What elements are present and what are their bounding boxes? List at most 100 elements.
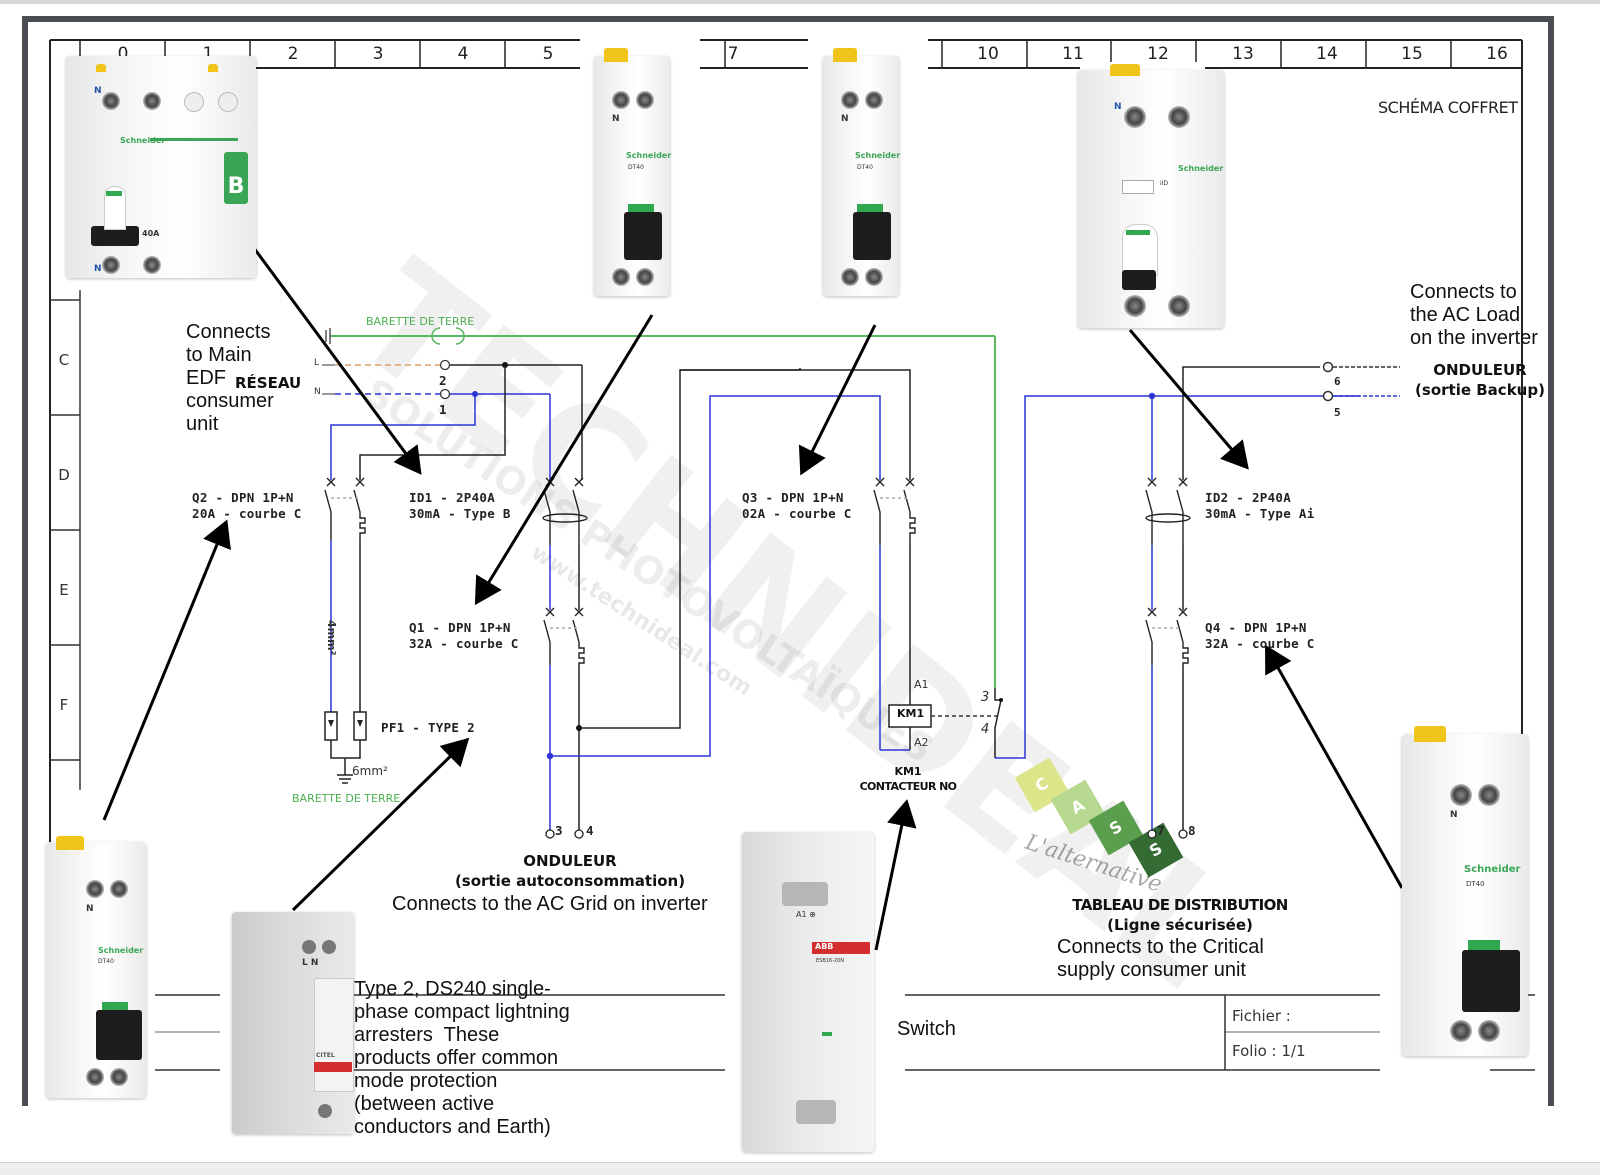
incoming-N: [322, 388, 550, 400]
terminal-4: 4: [586, 823, 594, 838]
cartouche-folio: Folio : 1/1: [1232, 1042, 1306, 1060]
km1-out-neutral: [995, 395, 1360, 759]
pf1-symbol: [328, 720, 363, 727]
cartouche-lines: [155, 994, 1535, 1071]
photo-rcd-type-b: N Schneider B 40A N: [66, 56, 256, 278]
note-arrester: Type 2, DS240 single-phase compact light…: [354, 978, 570, 1138]
junction-q1-live: [576, 725, 582, 731]
row-e: E: [59, 581, 69, 599]
terminal-6: 6: [1334, 375, 1341, 388]
col-10: 10: [977, 44, 999, 64]
row-c: C: [58, 351, 70, 369]
arrow-to-q3: [798, 324, 877, 476]
id1-q1-wiring: [549, 365, 872, 830]
arrow-to-id2: [1128, 329, 1249, 470]
col-11: 11: [1062, 44, 1084, 64]
photo-mcb-q4: N Schneider DT40: [1402, 726, 1528, 1056]
col-0: 0: [117, 44, 129, 64]
photo-mcb-q1: N Schneider DT40: [594, 48, 671, 296]
km1-contact-3: 3: [981, 690, 990, 705]
km1-contact-4: 4: [981, 722, 990, 737]
inverter-selfcons-terminals: [545, 829, 584, 839]
earth-symbol-top: [325, 328, 331, 344]
note-switch: Switch: [897, 1018, 956, 1040]
distribution-label: TABLEAU DE DISTRIBUTION(Ligne sécurisée): [1072, 896, 1288, 934]
col-12: 12: [1147, 44, 1169, 64]
sheet-title: SCHÉMA COFFRET: [1378, 98, 1518, 117]
cable-4mm-label: 4mm²: [325, 620, 338, 656]
q2-branch: [324, 365, 506, 784]
id1-symbol: [542, 477, 588, 545]
col-7: 7: [727, 44, 739, 64]
col-4: 4: [457, 44, 469, 64]
arrow-to-pf1: [291, 737, 470, 912]
junction-id2-neutral: [1148, 392, 1156, 400]
arrow-to-id1: [246, 239, 422, 475]
row-ruler: [50, 290, 81, 790]
photo-mcb-q3: N Schneider DT40: [823, 48, 900, 296]
col-14: 14: [1316, 44, 1338, 64]
terminal-8: 8: [1188, 823, 1196, 838]
earth-bar-label-bottom: BARETTE DE TERRE: [292, 792, 401, 805]
col-5: 5: [542, 44, 554, 64]
type-b-badge: B: [224, 152, 248, 204]
inverter-selfcons-label: ONDULEUR(sortie autoconsommation): [454, 852, 686, 890]
pf1-label: PF1 - TYPE 2: [381, 720, 475, 735]
inverter-backup-label: ONDULEUR(sortie Backup): [1415, 361, 1545, 399]
distribution-terminals: [1147, 829, 1188, 839]
incoming-L: [322, 359, 582, 371]
terminal-3: 3: [555, 823, 563, 838]
earth-line: [330, 327, 996, 688]
junction-q1-neutral: [546, 752, 554, 760]
arrow-to-q2: [102, 519, 231, 821]
reseau-label: RÉSEAU: [235, 374, 302, 392]
col-1: 1: [202, 44, 214, 64]
earth-bar-label: BARETTE DE TERRE: [366, 315, 475, 328]
terminal-5: 5: [1334, 406, 1341, 419]
row-d: D: [58, 466, 70, 484]
photo-rcd-id2: N Schneider iID: [1078, 64, 1224, 328]
col-13: 13: [1232, 44, 1254, 64]
col-2: 2: [287, 44, 299, 64]
incoming-L-label: L: [314, 358, 320, 368]
terminal-7: 7: [1157, 823, 1165, 838]
window-bottom-edge: [0, 1162, 1600, 1175]
q3-km1-wiring: [680, 369, 911, 751]
km1-coil-label: KM1: [897, 707, 925, 720]
col-16: 16: [1486, 44, 1508, 64]
id2-symbol: [1145, 477, 1191, 545]
cartouche-file: Fichier :: [1232, 1007, 1291, 1025]
col-3: 3: [372, 44, 384, 64]
photo-spd-citel: L N CITEL: [232, 912, 354, 1134]
row-f: F: [59, 696, 69, 714]
q1-symbol: [543, 607, 585, 665]
cable-6mm-label: 6mm²: [352, 764, 388, 778]
arrow-to-q1: [474, 314, 654, 606]
backup-terminals: [1322, 361, 1400, 402]
id2-q4-wiring: [1151, 366, 1320, 830]
q2-symbol: [324, 477, 366, 540]
incoming-N-label: N: [314, 387, 321, 397]
terminal-1: 1: [439, 402, 447, 417]
window-top-edge: [0, 0, 1600, 4]
note-ac-grid: Connects to the AC Grid on inverter: [392, 893, 708, 915]
col-15: 15: [1401, 44, 1423, 64]
photo-contactor-abb: A1 ⊕ ABB ESB16-20N: [742, 832, 874, 1152]
km1-a1-label: A1: [914, 678, 929, 691]
annotation-arrows: [102, 239, 1404, 951]
terminal-2: 2: [439, 373, 447, 388]
q3-symbol: [873, 477, 916, 545]
arrow-to-q4: [1265, 644, 1404, 889]
photo-mcb-q2: N Schneider DT40: [46, 836, 146, 1098]
q4-symbol: [1145, 607, 1189, 665]
